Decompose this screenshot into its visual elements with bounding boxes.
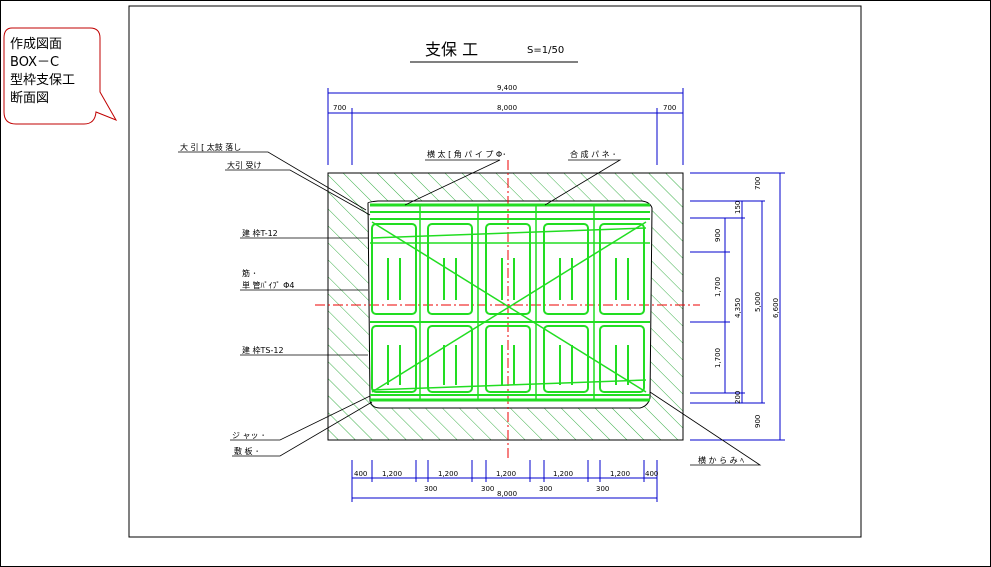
dim-gap-2: 300 <box>481 485 494 493</box>
label-frame-t12: 建 枠T-12 <box>242 228 278 238</box>
dim-span-3: 1,200 <box>496 470 516 478</box>
dim-span-4: 1,200 <box>553 470 573 478</box>
dim-span-5: 1,200 <box>610 470 630 478</box>
dim-top-left: 700 <box>333 104 346 112</box>
top-dimension-lines <box>327 88 684 165</box>
label-main-beam: 大 引 [ 太鼓 落し <box>180 142 241 152</box>
dim-top-right: 700 <box>663 104 676 112</box>
label-cross-beam: 横 太 [ 角 パ イ プ Φ･ <box>427 149 506 159</box>
dim-top-overall: 9,400 <box>497 84 517 92</box>
note-line-4: 断面図 <box>10 91 50 106</box>
label-frame-ts12: 建 枠TS-12 <box>242 345 284 355</box>
dim-right-b: 900 <box>714 229 722 242</box>
dim-bottom-left: 400 <box>354 470 367 478</box>
label-jack: ジ ャッ ･ <box>232 431 265 440</box>
dim-bottom-inner: 8,000 <box>497 490 517 498</box>
note-line-1: 作成図面 <box>10 37 63 52</box>
dim-gap-4: 300 <box>596 485 609 493</box>
drawing-scale: S=1/50 <box>527 45 564 56</box>
right-dimension-lines <box>690 172 785 441</box>
dim-right-a: 150 <box>734 201 742 214</box>
dim-right-mid: 4,350 <box>734 298 742 318</box>
callout-bubble <box>3 27 118 125</box>
drawing-title: 支保 工 <box>425 40 478 59</box>
box-outline <box>327 172 684 441</box>
note-line-2: BOX－C <box>10 55 60 70</box>
callout-text: 作成図面 BOX－C 型枠支保工 断面図 <box>10 36 75 108</box>
sheet-border <box>128 5 862 538</box>
label-base-plate: 敷 板 ･ <box>234 446 259 456</box>
dim-right-e: 200 <box>734 391 742 404</box>
bottom-dimension-lines <box>351 460 658 502</box>
dim-top-inner: 8,000 <box>497 104 517 112</box>
dim-right-d: 1,700 <box>714 348 722 368</box>
dim-span-2: 1,200 <box>438 470 458 478</box>
dim-right-bottom: 900 <box>754 415 762 428</box>
dim-gap-1: 300 <box>424 485 437 493</box>
leader-lines <box>178 151 762 466</box>
dim-span-1: 1,200 <box>382 470 402 478</box>
dim-right-inner: 5,000 <box>754 292 762 312</box>
note-line-3: 型枠支保工 <box>10 73 76 88</box>
shoring-framework <box>370 203 650 402</box>
dim-gap-3: 300 <box>539 485 552 493</box>
label-beam-support: 大引 受け <box>227 160 262 170</box>
label-horizontal-tie: 横 か ら み ﾍ <box>698 455 744 465</box>
label-steel-pipe: 単 管ﾊﾟｲﾌﾟ Φ4 <box>242 280 294 290</box>
dim-right-overall: 6,600 <box>772 298 780 318</box>
dim-right-c: 1,700 <box>714 277 722 297</box>
label-brace: 筋 ･ <box>242 268 257 278</box>
label-composite-panel: 合 成 パ ネ ･ <box>570 149 616 159</box>
dim-bottom-right: 400 <box>645 470 658 478</box>
dim-right-top: 700 <box>754 177 762 190</box>
